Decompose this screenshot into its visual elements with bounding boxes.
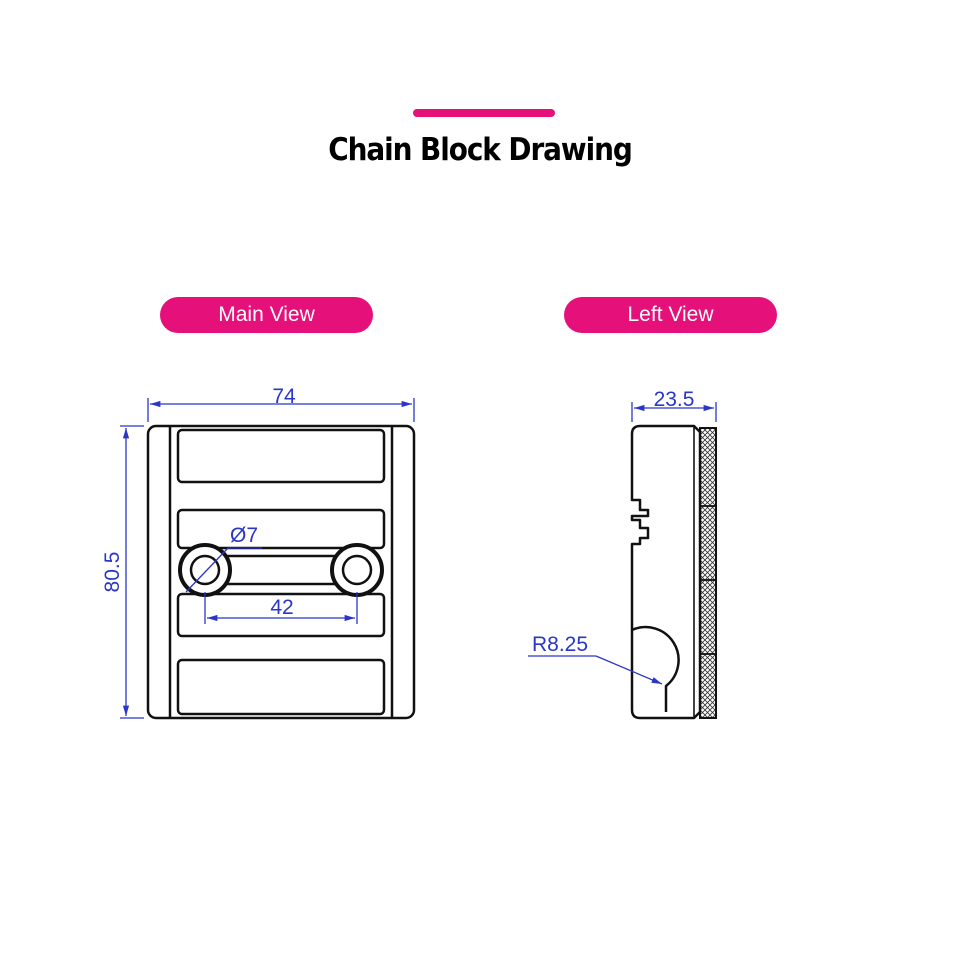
side-profile bbox=[630, 424, 702, 720]
width-dim-text: 74 bbox=[272, 385, 296, 408]
diameter-dim-text: Ø7 bbox=[230, 524, 258, 547]
right-hole-outer bbox=[330, 543, 384, 597]
left-hole-inner bbox=[189, 554, 221, 586]
accent-bar bbox=[413, 109, 555, 117]
main-view-dimensions bbox=[120, 398, 415, 719]
spacing-dim-text: 42 bbox=[270, 596, 293, 619]
left-view-label: Left View bbox=[564, 297, 777, 333]
left-view-drawing bbox=[630, 424, 717, 720]
height-dim-text: 80.5 bbox=[101, 552, 124, 593]
middle-pad-upper bbox=[176, 508, 386, 550]
block-outline bbox=[146, 424, 416, 720]
radius-dim-text: R8.25 bbox=[532, 633, 588, 656]
bottom-pad bbox=[176, 658, 386, 716]
top-pad bbox=[176, 428, 386, 484]
main-view-label: Main View bbox=[160, 297, 373, 333]
right-hole-inner bbox=[341, 554, 373, 586]
main-view-drawing bbox=[146, 424, 416, 720]
left-view-dimensions bbox=[528, 402, 717, 685]
thickness-dim-text: 23.5 bbox=[654, 388, 695, 411]
page-title: Chain Block Drawing bbox=[328, 132, 633, 168]
left-hole-outer bbox=[178, 543, 232, 597]
diameter-leader bbox=[185, 547, 229, 593]
middle-pad-lower bbox=[176, 592, 386, 638]
knurled-strip bbox=[699, 427, 717, 719]
